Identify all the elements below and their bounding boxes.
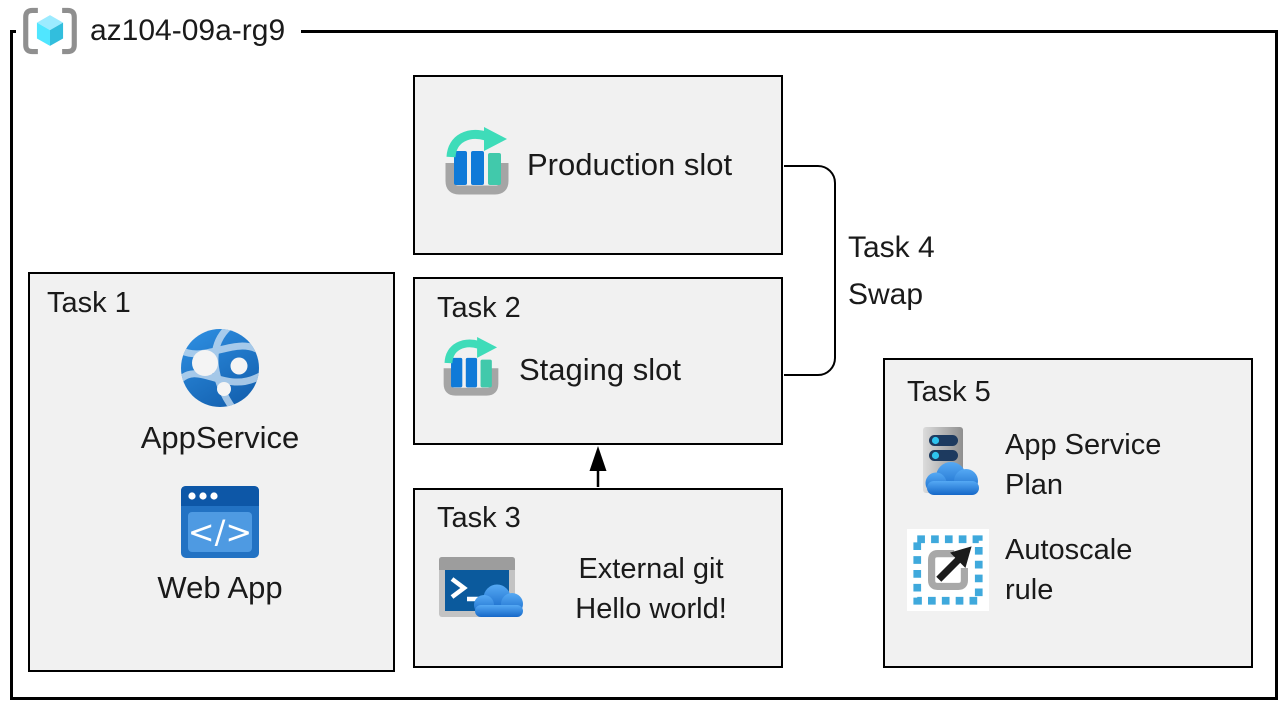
task3-box: Task 3 External git Hello world!	[413, 488, 783, 668]
cloud-shell-icon	[439, 557, 523, 617]
app-service-plan-line2: Plan	[1005, 469, 1064, 501]
resource-group-icon	[23, 7, 77, 55]
production-slot-box: Production slot	[413, 75, 783, 255]
staging-slot-label: Staging slot	[519, 352, 681, 387]
resource-group-label: az104-09a-rg9	[16, 5, 302, 57]
autoscale-icon	[907, 529, 989, 611]
task2-box: Task 2 Staging slot	[413, 277, 783, 445]
deployment-slots-icon	[438, 337, 504, 403]
app-service-plan-line1: App Service	[1005, 429, 1162, 461]
app-service-icon	[181, 329, 259, 407]
task1-box: Task 1 AppService </> Web App	[28, 272, 395, 672]
task3-line1: External git	[578, 553, 724, 585]
app-service-label: AppService	[140, 420, 300, 455]
task5-box: Task 5 App Service Plan	[883, 358, 1253, 668]
production-slot-label: Production slot	[527, 147, 733, 182]
task4-label: Task 4	[848, 231, 935, 264]
svg-text:</>: </>	[188, 513, 252, 551]
resource-group-name: az104-09a-rg9	[90, 14, 286, 47]
autoscale-line2: rule	[1005, 574, 1054, 606]
app-service-plan-icon	[923, 427, 979, 495]
deployment-slots-icon	[439, 127, 515, 203]
task5-label: Task 5	[907, 376, 991, 408]
web-app-label: Web App	[157, 570, 283, 605]
resource-group-frame	[10, 30, 1278, 700]
autoscale-line1: Autoscale	[1005, 534, 1133, 566]
web-app-icon: </>	[181, 486, 259, 558]
task4-note: Task 4 Swap	[848, 224, 935, 318]
task3-label: Task 3	[437, 502, 521, 534]
task1-label: Task 1	[47, 287, 131, 319]
task2-label: Task 2	[437, 292, 521, 324]
task4-action: Swap	[848, 278, 924, 311]
task3-line2: Hello world!	[575, 593, 727, 625]
